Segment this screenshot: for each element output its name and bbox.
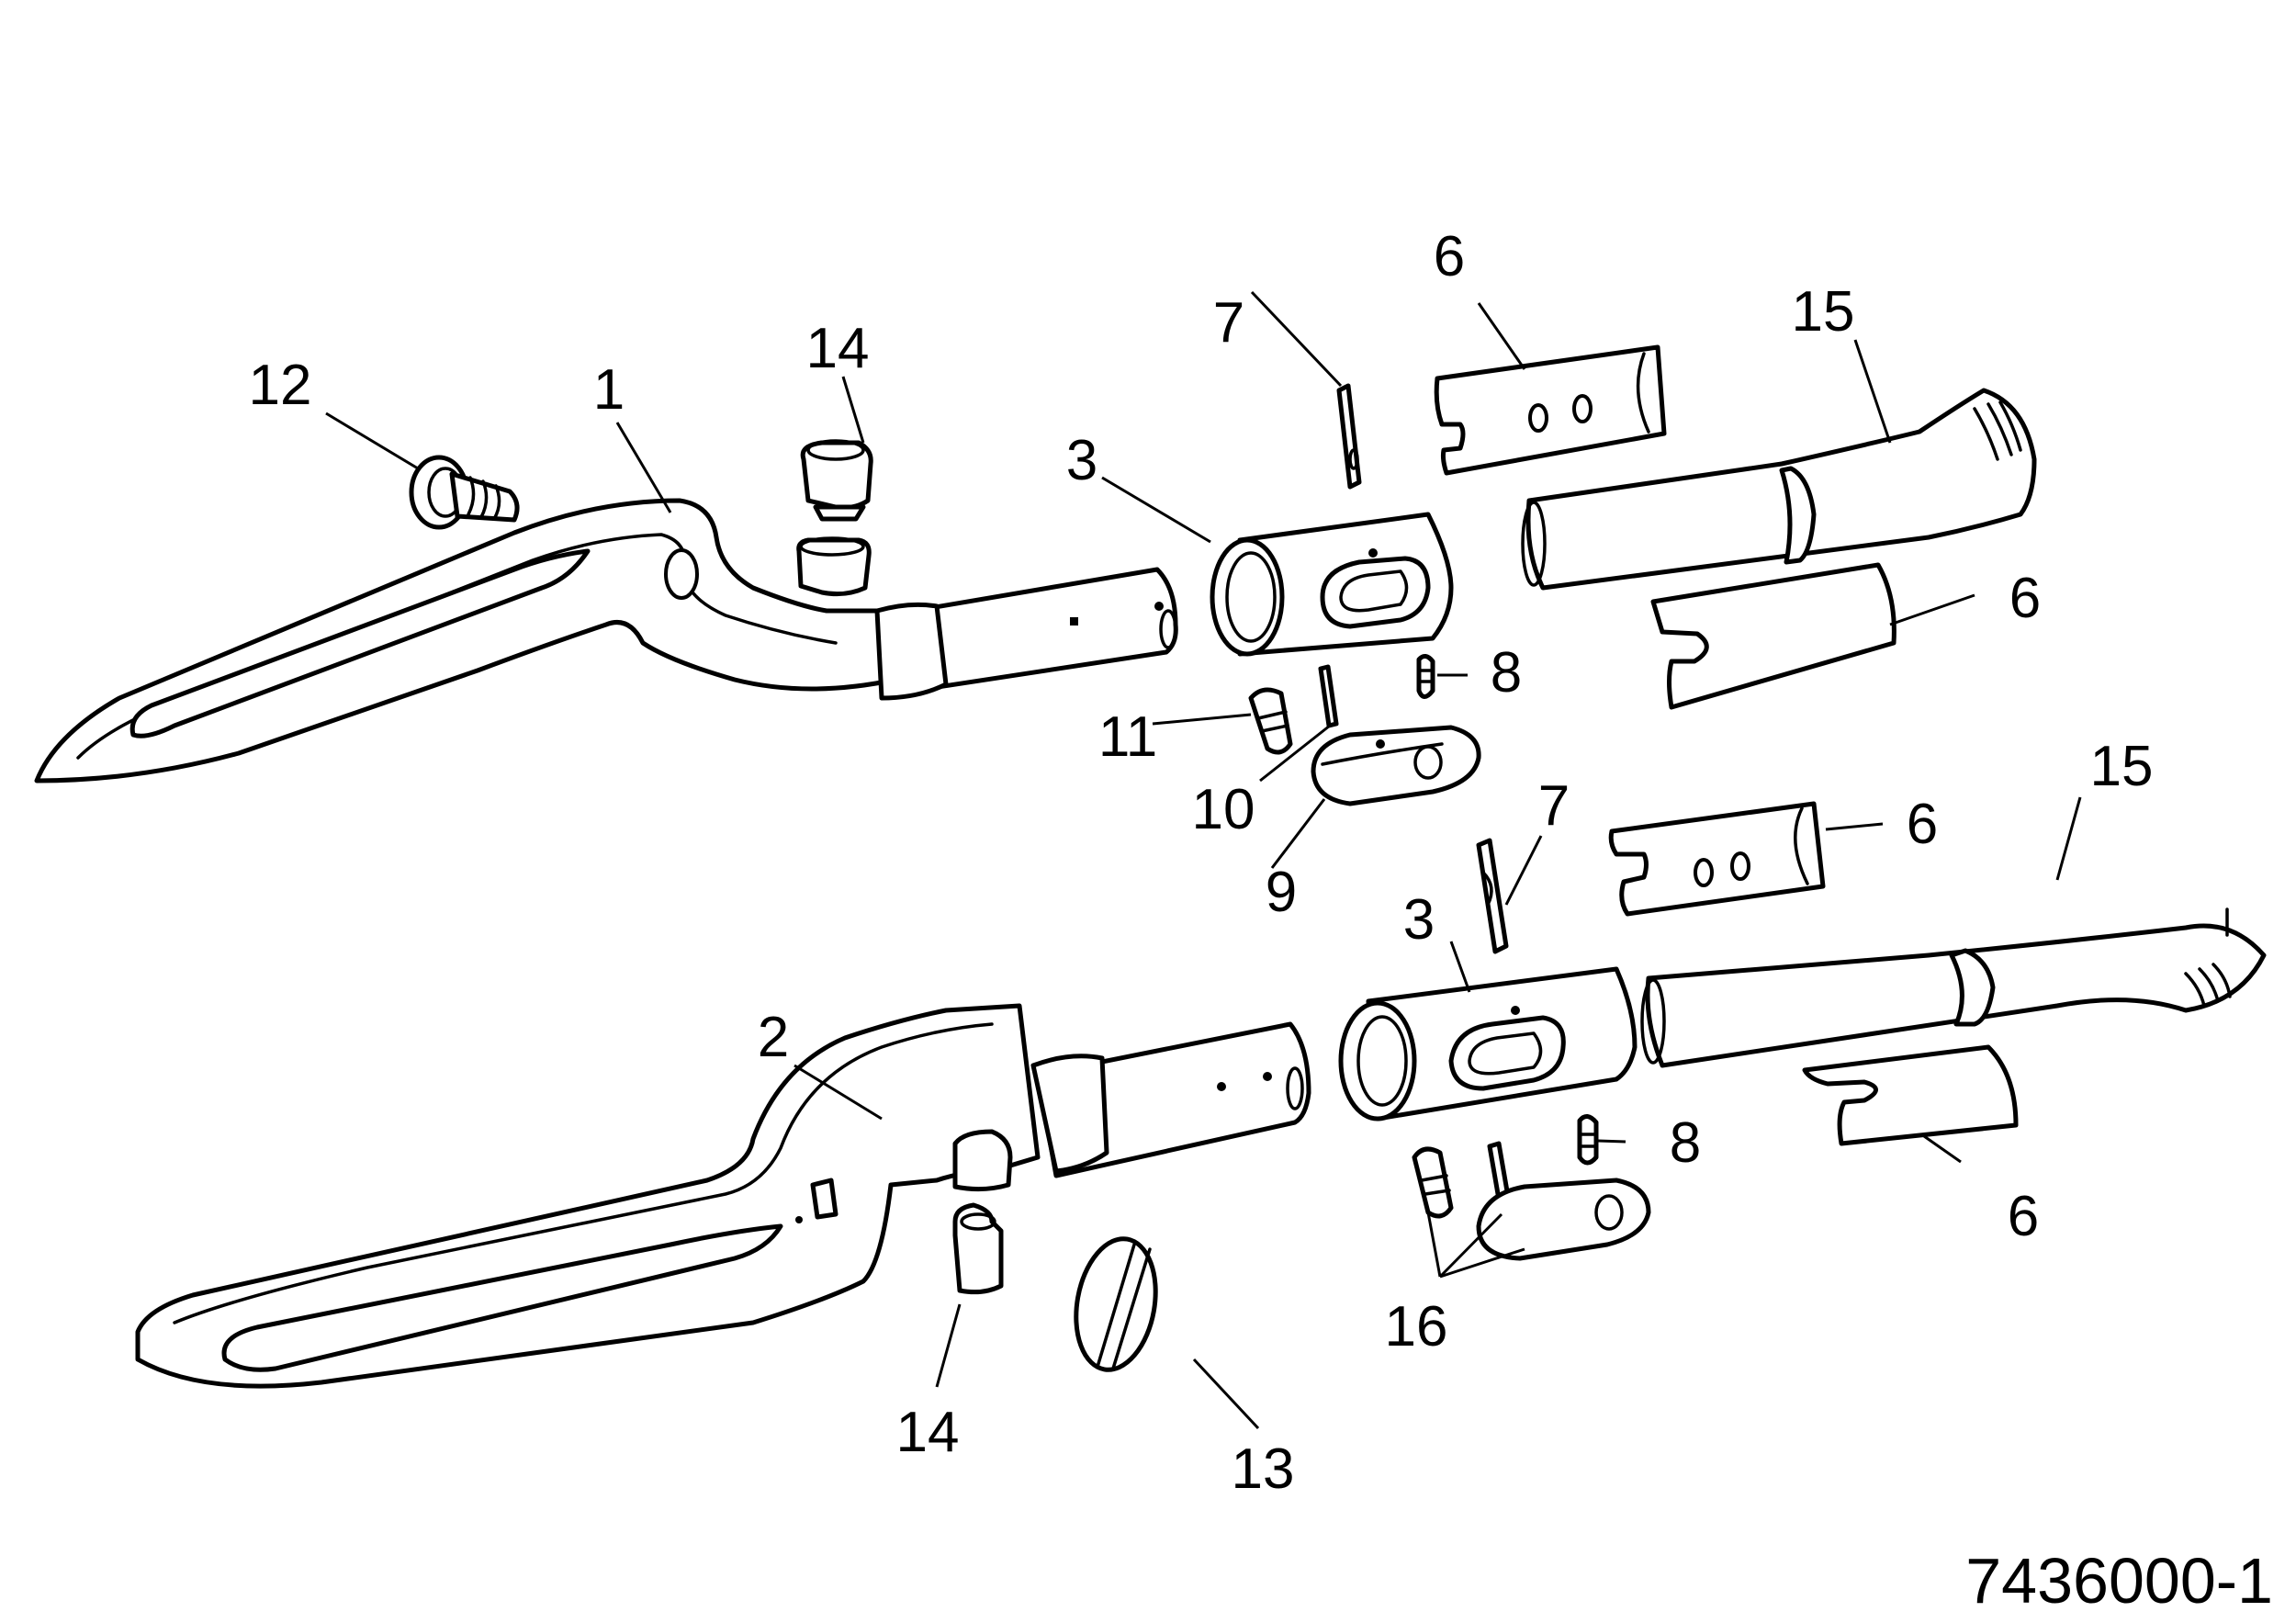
part-1-upper-blade	[34, 498, 898, 783]
callout-9: 9	[1266, 861, 1297, 924]
part-16-locking-kit	[1412, 1141, 1651, 1261]
part-8-spring-top	[1416, 654, 1435, 699]
callout-6-bottom-a: 6	[1907, 793, 1938, 856]
part-15-grip-bottom	[1640, 907, 2267, 1068]
callout-7-bottom: 7	[1538, 774, 1570, 838]
part-6-shell-bottom-b	[1802, 1044, 2019, 1146]
part-10-pin-top	[1318, 664, 1339, 728]
part-15-grip-top	[1521, 388, 2037, 591]
part-8-spring-bottom	[1577, 1114, 1599, 1166]
leader-lines	[325, 290, 2082, 1430]
part-13-pivot-nut	[1074, 1236, 1158, 1372]
callout-7-top: 7	[1213, 291, 1244, 355]
callout-6-top-b: 6	[2009, 567, 2041, 630]
callout-labels: 12 1 14 7 6 15 3 6 8 11 10 9 7 6 15 3 2 …	[249, 225, 2154, 1501]
part-11-button-top	[1248, 687, 1293, 755]
callout-13: 13	[1232, 1437, 1295, 1501]
callout-10: 10	[1192, 778, 1255, 841]
callout-15-bottom: 15	[2090, 735, 2154, 798]
callout-3-top: 3	[1066, 429, 1097, 492]
part-2-handle-tube	[1030, 1021, 1311, 1178]
part-3-coupling-top	[1210, 512, 1454, 657]
callout-8-top: 8	[1491, 641, 1522, 704]
callout-16: 16	[1385, 1295, 1448, 1358]
part-7-clip-top	[1336, 383, 1362, 490]
callout-6-bottom-b: 6	[2008, 1185, 2039, 1248]
part-6-shell-top-a	[1434, 344, 1667, 476]
callout-3-bottom: 3	[1403, 888, 1435, 952]
part-14-buffer-top	[796, 439, 873, 597]
figure-id: 7436000-1	[1965, 1545, 2273, 1617]
part-1-handle-tube	[874, 567, 1178, 701]
callout-8-bottom: 8	[1670, 1111, 1701, 1175]
callout-6-top-a: 6	[1434, 225, 1465, 288]
callout-15-top: 15	[1792, 280, 1855, 344]
callout-14-top: 14	[806, 317, 870, 380]
part-12-pivot-bolt	[409, 455, 520, 530]
callout-11: 11	[1098, 705, 1157, 769]
callout-2: 2	[758, 1006, 789, 1069]
part-2-lower-blade	[135, 1003, 1041, 1389]
part-6-shell-bottom-a	[1608, 801, 1826, 917]
callout-1: 1	[593, 358, 625, 422]
part-14-buffer-bottom	[952, 1129, 1013, 1295]
part-3-coupling-bottom	[1338, 966, 1638, 1121]
callout-12: 12	[249, 354, 312, 417]
part-9-slider-top	[1311, 725, 1481, 806]
part-6-shell-top-b	[1650, 562, 1896, 710]
part-7-clip-bottom	[1476, 838, 1509, 954]
callout-14-bottom: 14	[896, 1401, 960, 1464]
